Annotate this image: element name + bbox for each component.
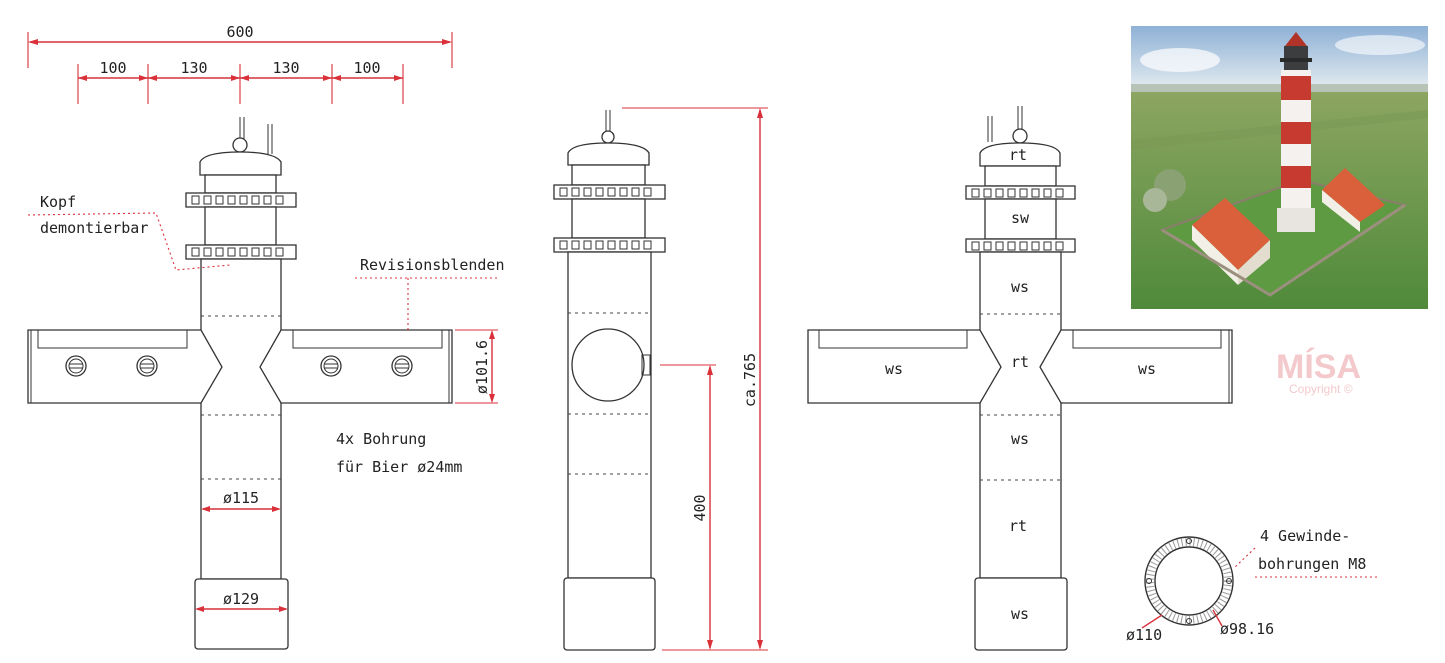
label-head-line1: Kopf (40, 193, 76, 211)
color-view: rt sw ws rt ws ws ws rt ws (807, 106, 1233, 651)
color-code-upper-band: ws (1011, 278, 1029, 296)
color-code-lower-band-1: ws (1011, 430, 1029, 448)
dim-ring-inner: ø98.16 (1220, 620, 1274, 638)
bottle-hole-icon (391, 355, 413, 377)
color-code-lower-band-2: rt (1009, 517, 1027, 535)
label-thread-line2: bohrungen M8 (1258, 555, 1366, 573)
dim-total-height: ca.765 (741, 353, 759, 407)
top-dimension-chain: 600 100 130 130 100 (27, 23, 453, 104)
watermark-copyright: Copyright © (1289, 382, 1353, 396)
color-code-base: ws (1011, 605, 1029, 623)
bottle-hole-icon (320, 355, 342, 377)
watermark-brand: MÍSA (1276, 348, 1361, 386)
dim-seg-3: 130 (272, 59, 299, 77)
label-holes-line2: für Bier ø24mm (336, 458, 462, 476)
dim-shaft-diameter: ø115 (223, 489, 259, 507)
color-code-lantern: sw (1011, 209, 1030, 227)
bottle-hole-icon (136, 355, 158, 377)
label-head-line2: demontierbar (40, 219, 148, 237)
color-code-center: rt (1011, 353, 1029, 371)
dim-ring-outer: ø110 (1126, 626, 1162, 644)
label-thread-line1: 4 Gewinde- (1260, 527, 1350, 545)
dim-overall-width: 600 (226, 23, 253, 41)
label-holes-line1: 4x Bohrung (336, 430, 426, 448)
dim-seg-1: 100 (99, 59, 126, 77)
ring-detail: ø110 ø98.16 4 Gewinde- bohrungen M8 (1126, 527, 1378, 644)
dim-base-diameter: ø129 (223, 590, 259, 608)
side-view: ca.765 400 (553, 107, 768, 651)
watermark-logo: MÍSA Copyright © (1276, 348, 1361, 396)
color-code-left-arm: ws (885, 360, 903, 378)
color-code-cap: rt (1009, 146, 1027, 164)
front-view: ø101.6 ø115 ø129 Kopf demontierbar Revis… (27, 117, 505, 650)
dim-seg-4: 100 (353, 59, 380, 77)
dim-seg-2: 130 (180, 59, 207, 77)
color-code-right-arm: ws (1138, 360, 1156, 378)
dim-opening-height: 400 (691, 494, 709, 521)
dim-arm-diameter: ø101.6 (473, 340, 491, 394)
bottle-hole-icon (65, 355, 87, 377)
lighthouse-photo (1131, 26, 1428, 309)
label-revision-covers: Revisionsblenden (360, 256, 505, 274)
